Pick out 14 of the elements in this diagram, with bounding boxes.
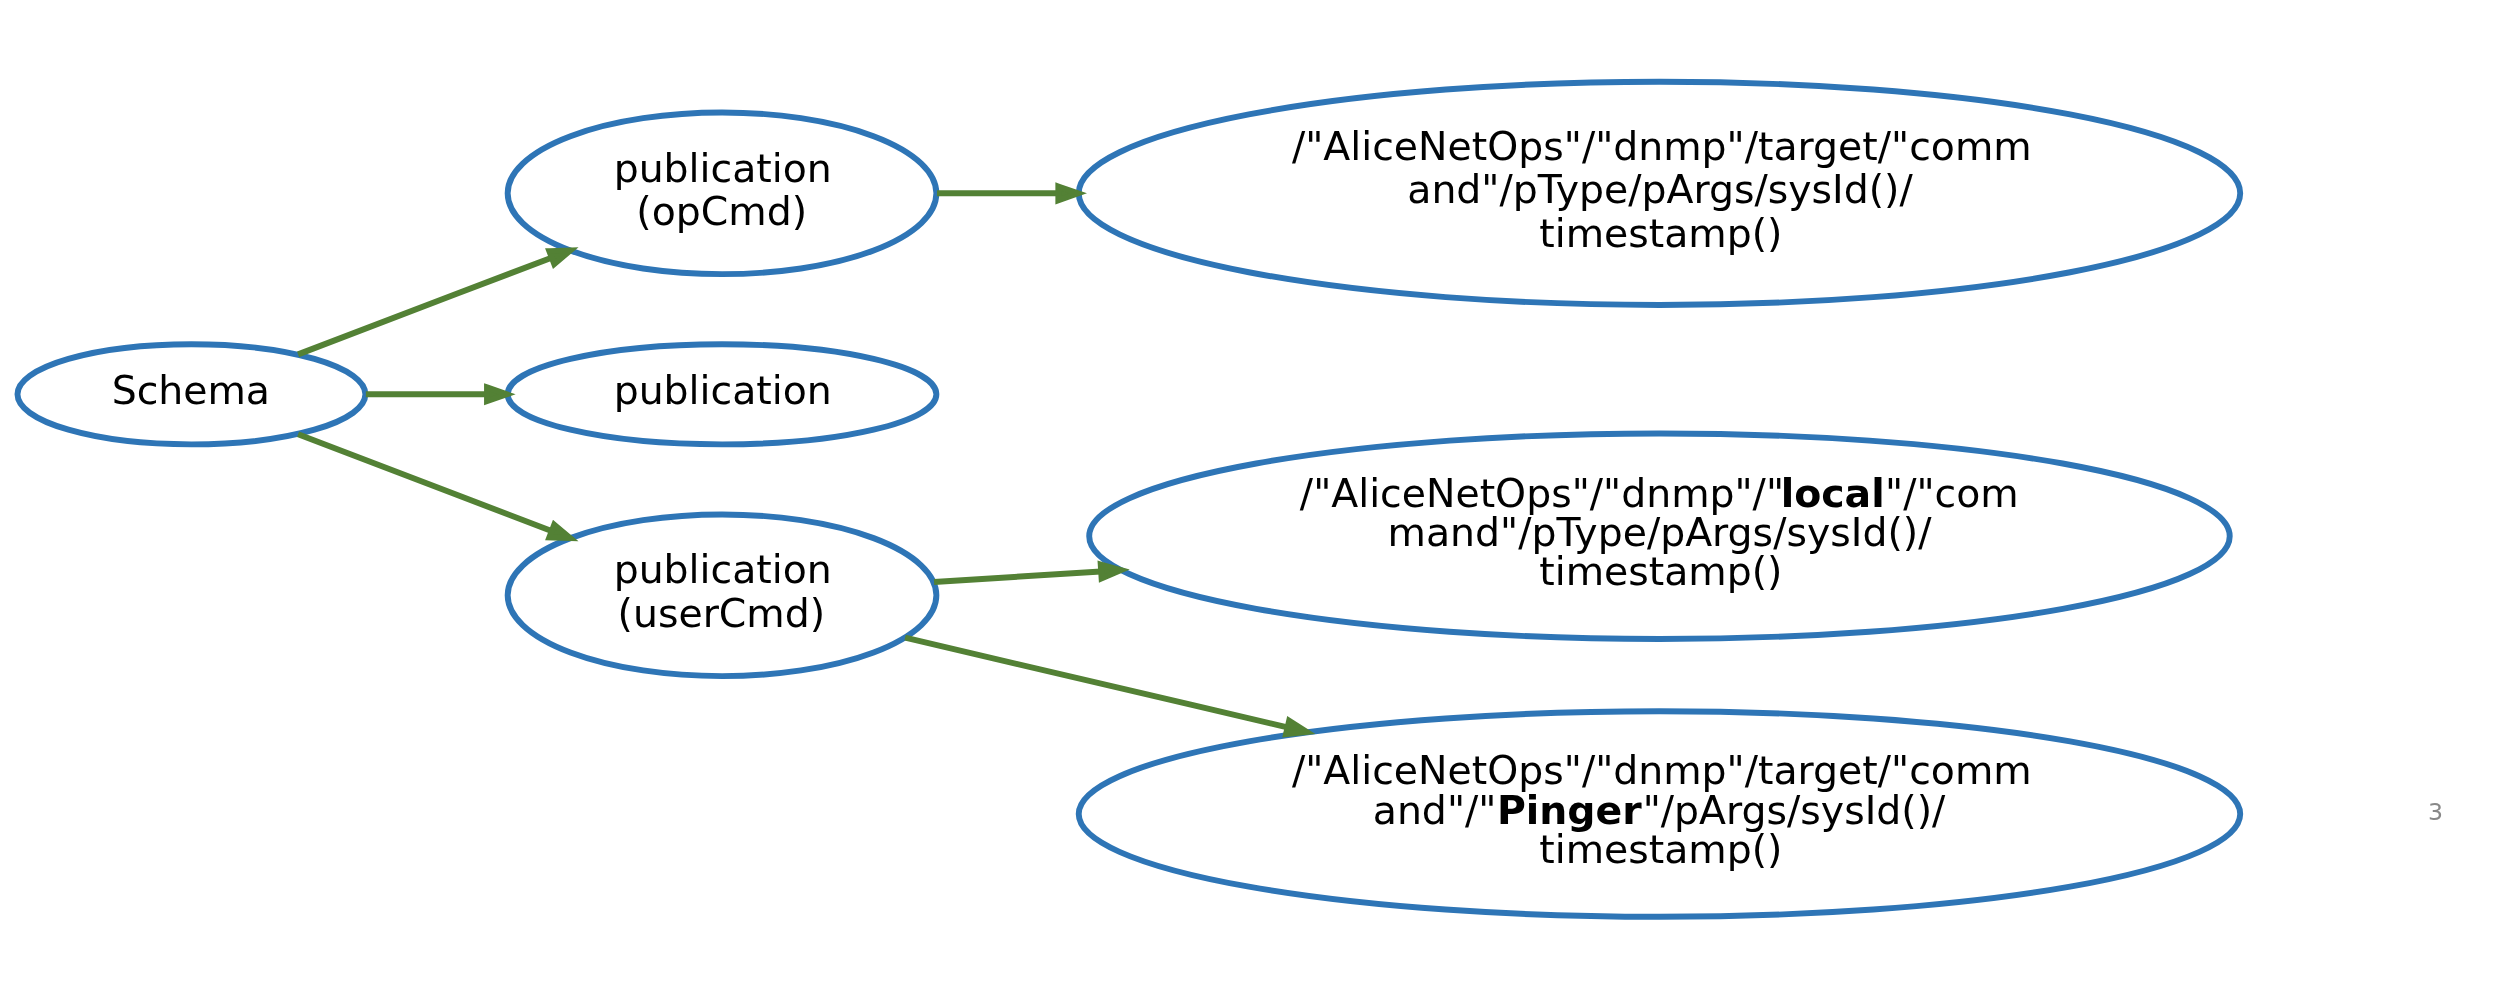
arrow <box>365 383 516 406</box>
node-ellipse: Schema <box>14 341 369 448</box>
arrow <box>297 247 579 358</box>
label: 3 <box>2428 798 2444 827</box>
arrow <box>904 634 1316 738</box>
arrow <box>297 431 579 542</box>
node-ellipse: /"AliceNetOps"/"dnmp"/target/"comm and"/pType/pArgs/sysId()/ timestamp() <box>1075 78 2244 308</box>
arrow <box>937 182 1087 205</box>
node-ellipse: /"AliceNetOps"/"dnmp"/"local"/"com mand"/pType/pArgs/sysId()/ timestamp() <box>1086 430 2233 642</box>
node-ellipse: publication (userCmd) <box>504 511 940 680</box>
arrow <box>933 560 1130 585</box>
node-ellipse: /"AliceNetOps"/"dnmp"/target/"comm and"/"Pinger"/pArgs/sysId()/ timestamp() <box>1075 708 2244 920</box>
node-ellipse: publication (opCmd) <box>504 109 940 278</box>
node-ellipse: publication <box>504 341 940 448</box>
